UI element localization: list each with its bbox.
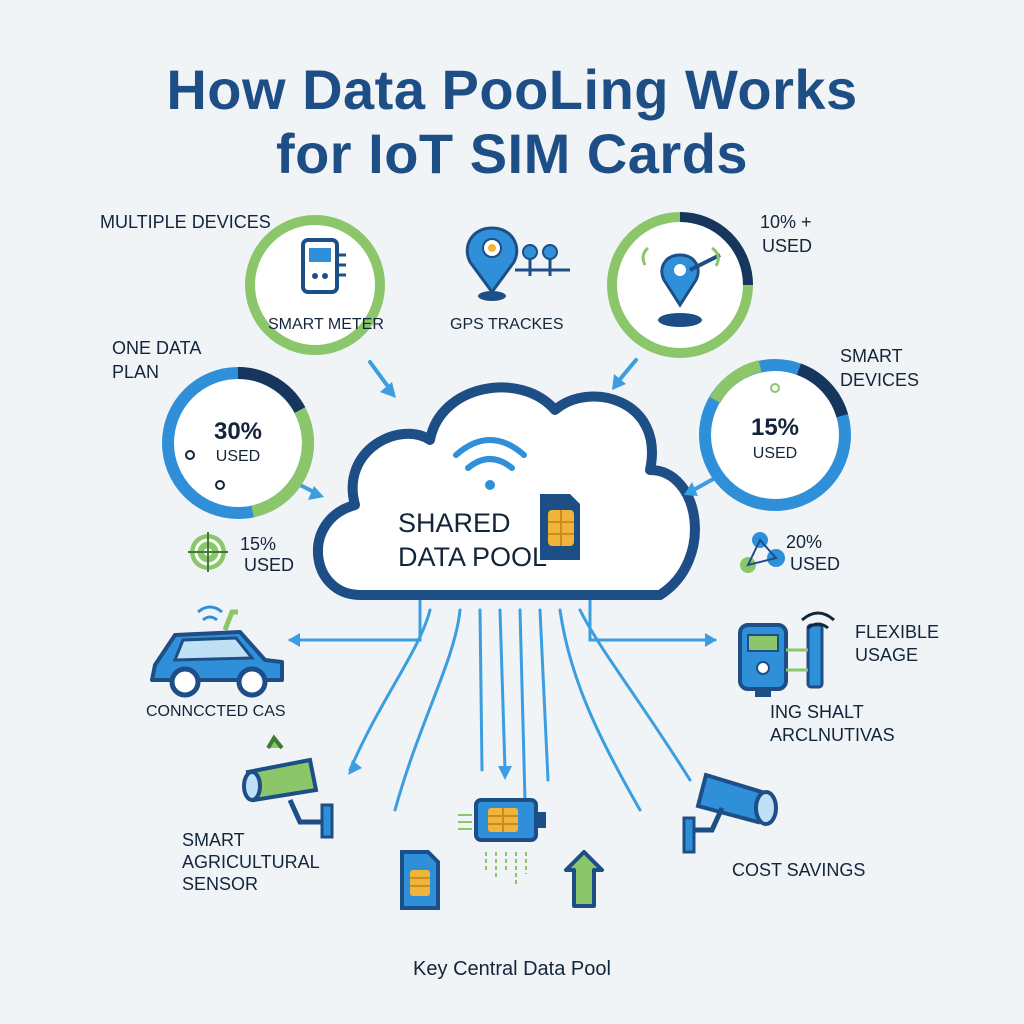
cloud-label-line-2: DATA POOL [398,542,548,572]
label-agri-sensor-line-3: SENSOR [182,874,259,894]
label-gps-trackers: GPS TRACKES [450,316,564,333]
cloud-label-line-1: SHARED [398,508,511,538]
ring-right-percent: 15% [750,414,800,441]
input-arrowheads [308,374,698,500]
small-left-used: USED [244,555,295,575]
connected-car-icon [150,605,284,698]
label-smart-devices-line-1: SMART [840,346,903,366]
arrowhead-center [498,766,512,780]
smart-meter-ring [245,215,385,355]
footer-caption: Key Central Data Pool [413,958,611,980]
small-right-percent: 20% [786,532,823,552]
label-one-data-plan-line-1: ONE DATA [112,338,202,358]
label-agri-sensor-line-2: AGRICULTURAL [182,852,320,872]
target-icon [188,532,228,572]
ring-right-used: USED [752,445,798,462]
cloud-shape [313,382,700,600]
small-right-used: USED [790,554,841,574]
label-ing-shalt-line-1: ING SHALT [770,702,864,722]
gps-tracker-icon [465,226,570,301]
small-left-percent: 15% [240,534,277,554]
label-connected-cars: CONNCCTED CAS [146,703,286,720]
network-nodes-icon [740,532,785,573]
connector-lines [288,598,717,812]
arrowhead-right [705,633,717,647]
flexible-usage-device-icon [738,611,835,697]
label-ing-shalt-line-2: ARCLNUTIVAS [770,725,895,745]
wifi-icon [453,437,527,490]
label-flexible-usage-line-1: FLEXIBLE [855,622,940,642]
label-smart-meter: SMART METER [268,316,384,333]
label-multiple-devices: MULTIPLE DEVICES [100,212,271,232]
connector-arrowheads [288,633,717,780]
security-camera-icon [682,772,778,854]
sim-card-left-icon [400,850,440,910]
label-flexible-usage-line-2: USAGE [855,645,919,665]
label-ten-used: USED [762,236,813,256]
sim-card-icon [540,494,580,560]
label-smart-devices-line-2: DEVICES [840,370,920,390]
page-title-line-2: for IoT SIM Cards [275,122,749,185]
upload-arrow-icon [564,850,604,908]
page-title-line-1: How Data PooLing Works [166,58,858,121]
arrowhead-left [288,633,300,647]
arrowhead-agri [348,760,362,775]
tracker-ring [607,212,753,358]
label-ten-used-pct: 10% + [760,212,812,232]
ring-left-percent: 30% [213,418,263,445]
sim-module-icon [458,798,546,886]
ring-right [699,359,851,511]
agricultural-sensor-camera-icon [242,734,334,839]
label-agri-sensor-line-1: SMART [182,830,245,850]
ring-left [162,366,314,519]
label-cost-savings: COST SAVINGS [732,860,866,880]
ring-left-used: USED [215,448,261,465]
label-one-data-plan-line-2: PLAN [112,362,160,382]
